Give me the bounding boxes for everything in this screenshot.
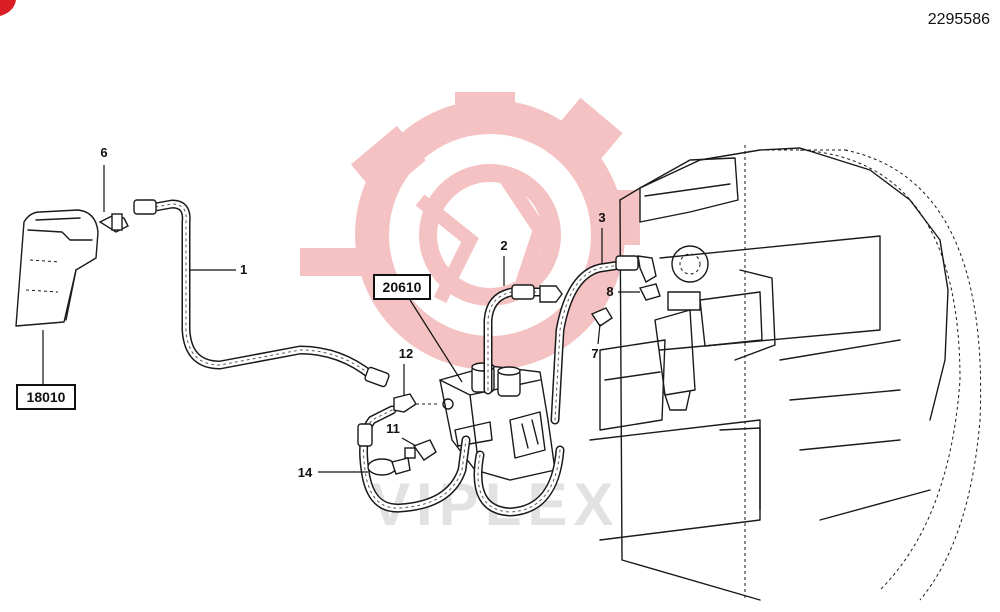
callout-2: 2: [500, 238, 507, 253]
fitting-6: [98, 165, 129, 233]
corner-badge: [0, 0, 16, 16]
callout-1: 1: [240, 262, 247, 277]
hose-return: [473, 445, 565, 517]
engine-block: [589, 145, 982, 601]
fitting-11: [404, 439, 437, 461]
svg-text:20610: 20610: [383, 279, 422, 295]
fitting-8: [638, 283, 661, 301]
callout-3-label: 3: [598, 210, 605, 225]
leader-20610: [409, 299, 463, 383]
fitting-7: [590, 307, 613, 327]
leader-11: [401, 437, 417, 447]
callout-11: 11: [386, 421, 400, 436]
hose-left-loop: [357, 405, 471, 513]
callout-7: 7: [591, 346, 598, 361]
hose-2: [483, 284, 563, 395]
callout-12: 12: [399, 346, 413, 361]
reference-box-20610[interactable]: 20610: [373, 274, 431, 300]
fitting-12: [393, 393, 440, 413]
tank-18010: [15, 209, 99, 327]
control-valve-20610: [439, 362, 556, 481]
hose-3: [550, 255, 657, 425]
clamp-14: [367, 457, 411, 476]
leader-7: [597, 323, 601, 345]
reference-box-18010[interactable]: 18010: [16, 384, 76, 410]
svg-text:18010: 18010: [27, 389, 66, 405]
document-number: 2295586: [928, 11, 990, 28]
watermark-logo: VIPLEX: [300, 92, 640, 538]
hose-1: [133, 199, 390, 388]
callout-14: 14: [298, 465, 313, 480]
callout-6: 6: [100, 145, 107, 160]
callout-8: 8: [606, 284, 613, 299]
